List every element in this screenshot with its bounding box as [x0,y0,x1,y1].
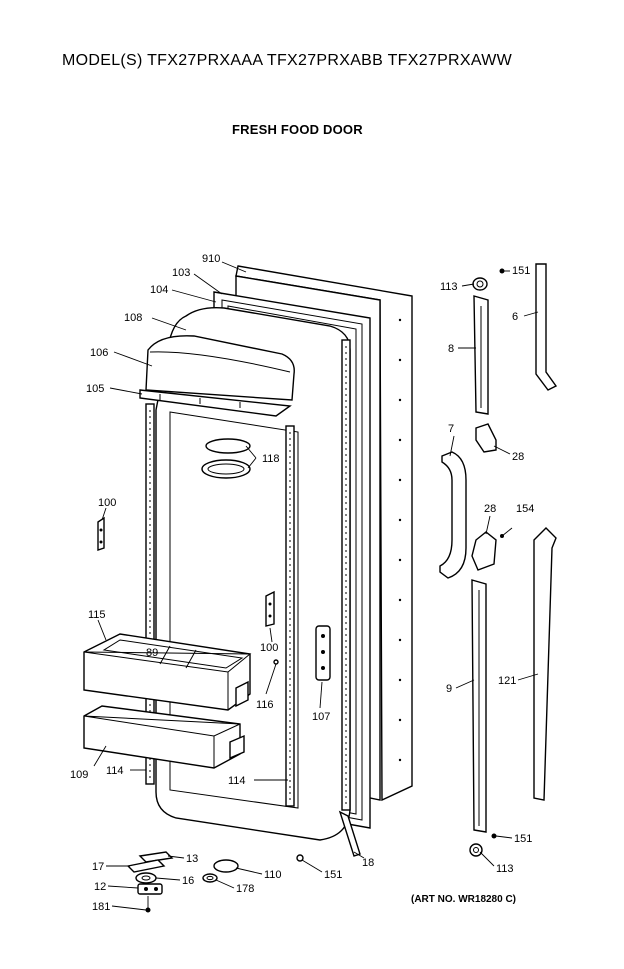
door-bracket [315,625,331,681]
door-bin-upper [83,633,252,711]
callout-178: 178 [236,883,254,895]
liner-side-strip [341,339,351,811]
callout-104: 104 [150,284,168,296]
callout-28-upper: 28 [512,451,524,463]
liner-left-rail [145,403,155,785]
callout-12: 12 [94,881,106,893]
callout-6: 6 [512,311,518,323]
hinge-plate-13 [138,851,174,863]
callout-100-right: 100 [260,642,278,654]
callout-17: 17 [92,861,104,873]
callout-105: 105 [86,383,104,395]
shelf-clip-left [97,516,105,551]
dairy-compartment-door [145,335,295,401]
callout-16: 16 [182,875,194,887]
door-bin-lower [83,705,245,769]
callout-89: 89 [146,647,158,659]
handle-trim-lower [471,579,487,833]
callout-18: 18 [362,857,374,869]
callout-113-bottom: 113 [496,863,514,875]
door-side-trim [533,527,557,801]
callout-114-left: 114 [106,765,124,777]
hinge-bushing-16 [135,872,157,884]
callout-13: 13 [186,853,198,865]
door-handle [439,451,467,579]
callout-151-top: 151 [512,265,530,277]
diagram-subtitle: FRESH FOOD DOOR [232,122,363,137]
door-bottom-trim [338,810,361,857]
panel-edge-dots [398,318,402,762]
shelf-clip-right [265,590,275,627]
cam-110 [213,859,239,873]
callout-labels: 910 103 104 108 106 105 118 100 115 89 1… [70,253,534,913]
screw-154 [500,527,513,538]
egg-tray [201,438,251,479]
callout-151-right: 151 [514,833,532,845]
callout-115: 115 [88,609,106,621]
callout-181: 181 [92,901,110,913]
hinge-cap-upper [472,277,488,291]
callout-151-bottom: 151 [324,869,342,881]
handle-mount-lower [471,531,497,571]
callout-9: 9 [446,683,452,695]
hinge-cap-lower [469,843,483,857]
retainer-pin [273,659,279,665]
callout-108: 108 [124,312,142,324]
hinge-pin-181 [145,896,151,913]
washer-178 [202,873,218,883]
hinge-shim-17 [126,859,166,873]
hinge-block-12 [137,883,163,895]
callout-116: 116 [256,699,274,711]
callout-106: 106 [90,347,108,359]
callout-113-top: 113 [440,281,458,293]
screw-151-bottom [296,854,304,862]
liner-right-rail [285,425,295,807]
diagram-title: MODEL(S) TFX27PRXAAA TFX27PRXABB TFX27PR… [62,52,513,69]
handle-trim-upper [473,295,489,415]
callout-121: 121 [498,675,516,687]
callout-109: 109 [70,769,88,781]
art-number: (ART NO. WR18280 C) [411,894,517,905]
screw-lower [491,833,497,839]
callout-7: 7 [448,423,454,435]
handle-mount-upper [475,423,497,453]
callout-110: 110 [264,869,282,881]
screw-upper [499,268,505,274]
callout-114-right: 114 [228,775,246,787]
handle-cap-trim [535,263,558,391]
callout-107: 107 [312,711,330,723]
callout-154: 154 [516,503,534,515]
leader-lines [93,261,539,911]
callout-8: 8 [448,343,454,355]
callout-910: 910 [202,253,220,265]
callout-118: 118 [262,453,280,465]
dairy-shelf [139,389,292,417]
callout-100-left: 100 [98,497,116,509]
callout-103: 103 [172,267,190,279]
callout-28-lower: 28 [484,503,496,515]
